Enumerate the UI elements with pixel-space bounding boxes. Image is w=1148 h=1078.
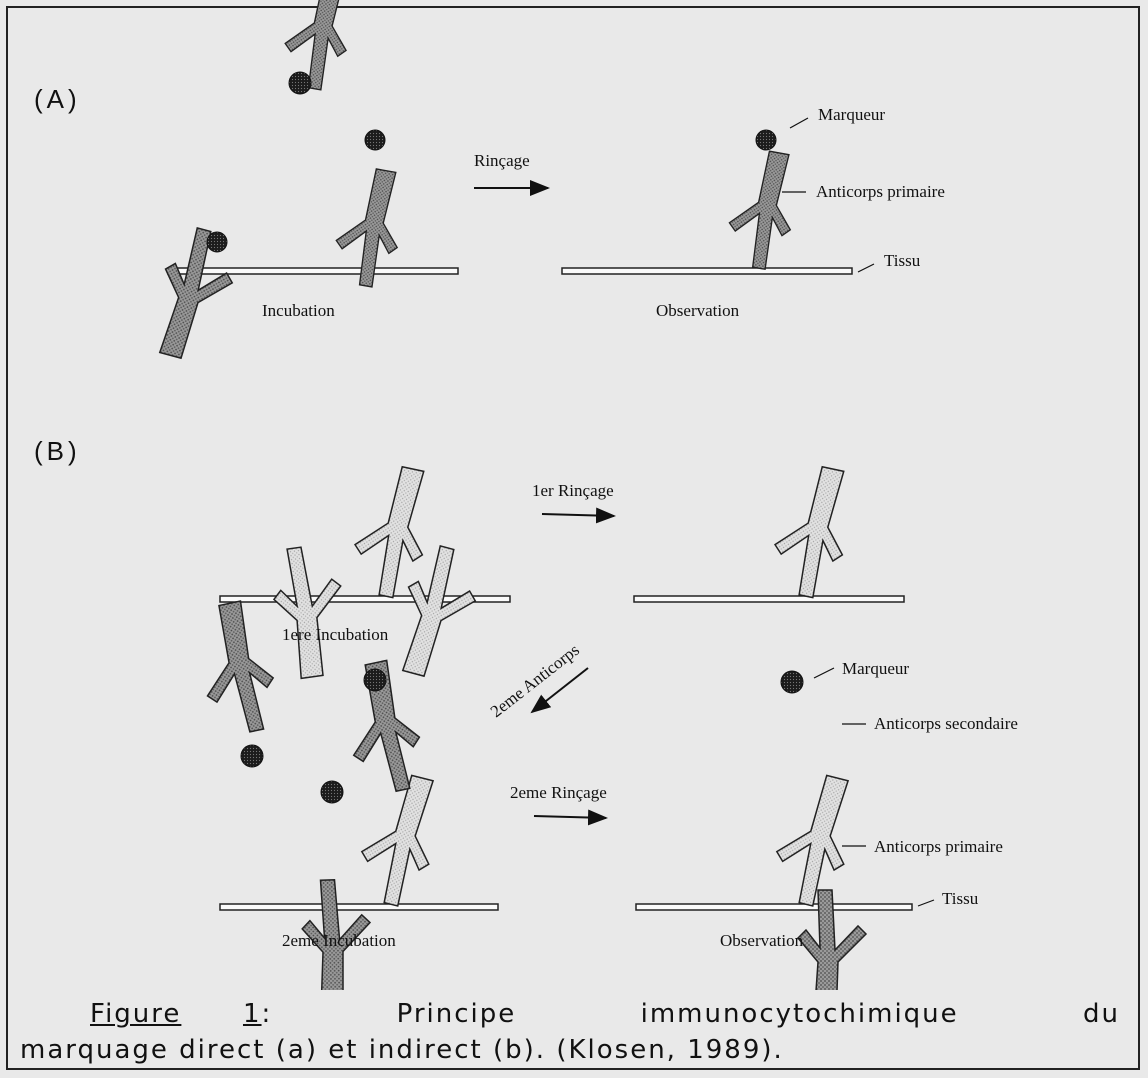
antibody-primary (144, 223, 243, 366)
caption-word: du (1083, 996, 1120, 1032)
observation-label: Observation (656, 301, 740, 320)
incubation2-label: 2eme Incubation (282, 931, 396, 950)
callout-line (814, 668, 834, 678)
observation-label: Observation (720, 931, 804, 950)
figure-caption: Figure 1: Principe immunocytochimique du… (20, 996, 1120, 1068)
primary-antibody-label: Anticorps primaire (874, 837, 1003, 856)
secondary-antibody-label: Anticorps secondaire (874, 714, 1018, 733)
marker-dot (321, 781, 343, 803)
callout-line (858, 264, 874, 272)
marker-label: Marqueur (842, 659, 909, 678)
antibody-primary-bound (346, 461, 440, 602)
callout-line (790, 118, 808, 128)
primary-antibody-label: Anticorps primaire (816, 182, 945, 201)
tissue-strip (636, 904, 912, 910)
rinse-arrow (534, 816, 606, 818)
antibody-primary-bound (723, 147, 804, 273)
marker-dot (289, 72, 311, 94)
rinse-label: Rinçage (474, 151, 530, 170)
marker-dot (207, 232, 227, 252)
caption-figure-ref: Figure 1: (90, 996, 272, 1032)
rinse2-label: 2eme Rinçage (510, 783, 607, 802)
antibody-primary (387, 541, 486, 684)
panel-a-label: (A) (34, 84, 81, 114)
callout-line (918, 900, 934, 906)
caption-line-2: marquage direct (a) et indirect (b). (Kl… (20, 1032, 1120, 1068)
antibody-primary-bound (766, 461, 860, 602)
rinse1-label: 1er Rinçage (532, 481, 614, 500)
marker-dot (364, 669, 386, 691)
immunocytochemistry-diagram: (A) Rinçage Marqueur Anticorps primaire … (0, 0, 1148, 990)
caption-line-1: Figure 1: Principe immunocytochimique du (20, 996, 1120, 1032)
tissue-strip (634, 596, 904, 602)
marker-label: Marqueur (818, 105, 885, 124)
tissue-strip (168, 268, 458, 274)
rinse-arrow (542, 514, 614, 516)
incubation1-label: 1ere Incubation (282, 625, 389, 644)
tissue-strip (562, 268, 852, 274)
marker-dot (365, 130, 385, 150)
marker-dot (756, 130, 776, 150)
antibody-secondary (190, 598, 284, 739)
caption-word: Principe (397, 996, 517, 1032)
marker-dot (241, 745, 263, 767)
panel-b-label: (B) (34, 436, 81, 466)
tissue-label: Tissu (884, 251, 921, 270)
antibody-primary-bound (766, 768, 863, 911)
tissue-strip (220, 904, 498, 910)
tissue-label: Tissu (942, 889, 979, 908)
antibody-primary (267, 542, 352, 680)
marker-dot (781, 671, 803, 693)
caption-word: immunocytochimique (641, 996, 959, 1032)
incubation-label: Incubation (262, 301, 335, 320)
